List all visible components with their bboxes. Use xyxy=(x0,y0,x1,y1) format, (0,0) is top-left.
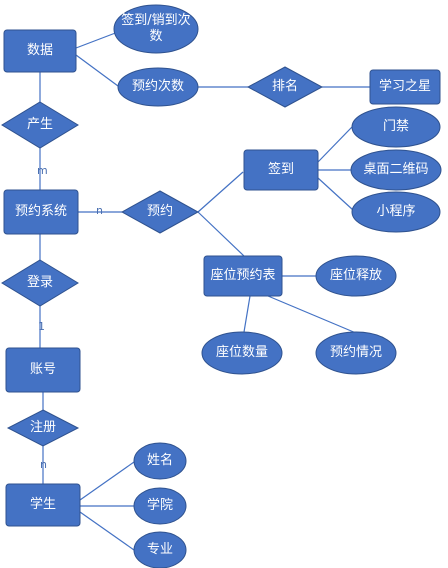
attr-mini-program xyxy=(351,191,441,233)
line-seat-quantity xyxy=(243,295,251,333)
connector-lines xyxy=(39,31,370,551)
relation-reserve-label: 预约 xyxy=(146,204,173,219)
relation-ranking-label: 排名 xyxy=(271,79,298,94)
attr-college-label: 学院 xyxy=(146,498,173,513)
entity-reservation-system xyxy=(3,189,79,235)
attr-desktop-qr-label: 桌面二维码 xyxy=(363,162,429,177)
attr-checkin-count xyxy=(113,4,199,54)
attr-reserve-count xyxy=(117,67,199,107)
line-student-name xyxy=(79,461,135,501)
attr-seat-release-label: 座位释放 xyxy=(329,268,382,283)
relation-produce xyxy=(1,101,79,149)
line-student-major xyxy=(79,511,135,551)
entity-reservation-system-label: 预约系统 xyxy=(14,204,67,219)
line-checkin-gate xyxy=(317,126,353,163)
attr-mini-program-label: 小程序 xyxy=(376,204,416,219)
relation-reserve xyxy=(120,190,200,234)
relation-produce-label: 产生 xyxy=(26,117,53,132)
entity-star-of-learning-label: 学习之星 xyxy=(378,79,431,94)
cardinality-one-login: 1 xyxy=(38,320,45,333)
attr-reserve-status xyxy=(315,331,397,375)
relation-register xyxy=(6,409,80,447)
entity-data xyxy=(3,29,77,73)
attr-checkin-count-line2: 数 xyxy=(149,29,163,44)
attr-name xyxy=(133,442,187,480)
entity-seat-table xyxy=(203,255,283,297)
entity-checkin xyxy=(243,149,319,191)
attr-desktop-qr xyxy=(350,149,442,191)
entity-data-label: 数据 xyxy=(26,43,53,58)
entity-seat-table-label: 座位预约表 xyxy=(210,268,276,283)
entity-account-label: 账号 xyxy=(29,362,56,377)
relation-login xyxy=(1,259,79,307)
entity-star-of-learning xyxy=(369,69,441,105)
cardinality-n-reserve: n xyxy=(96,204,103,217)
attr-major-label: 专业 xyxy=(146,542,173,557)
relation-register-label: 注册 xyxy=(29,420,56,435)
attr-checkin-count-line1: 签到/销到次 xyxy=(121,13,191,28)
attr-seat-quantity-label: 座位数量 xyxy=(215,345,268,360)
shapes xyxy=(1,4,442,568)
entity-account xyxy=(5,347,81,393)
attr-reserve-status-label: 预约情况 xyxy=(329,345,382,360)
attr-name-label: 姓名 xyxy=(146,453,173,468)
attr-reserve-count-label: 预约次数 xyxy=(131,79,184,94)
line-data-checkin-count xyxy=(75,31,119,49)
attr-seat-release xyxy=(315,255,397,297)
attr-gate xyxy=(351,106,441,148)
cardinality-m: m xyxy=(37,164,48,177)
line-reserve-checkin xyxy=(197,171,244,213)
line-seat-status xyxy=(267,295,357,334)
entity-student xyxy=(5,483,81,527)
line-checkin-mini xyxy=(317,177,354,211)
relation-ranking xyxy=(246,66,324,108)
attr-seat-quantity xyxy=(201,331,283,375)
attr-major xyxy=(133,531,187,568)
attr-checkin-count-label: 签到/销到次 数 xyxy=(114,6,198,52)
attr-gate-label: 门禁 xyxy=(382,119,409,134)
entity-student-label: 学生 xyxy=(29,497,56,512)
attr-college xyxy=(133,487,187,525)
cardinality-n-register: n xyxy=(40,458,47,471)
relation-login-label: 登录 xyxy=(26,275,53,290)
entity-checkin-label: 签到 xyxy=(267,162,294,177)
line-reserve-seat-table xyxy=(197,211,245,257)
line-data-reserve-count xyxy=(75,54,119,87)
